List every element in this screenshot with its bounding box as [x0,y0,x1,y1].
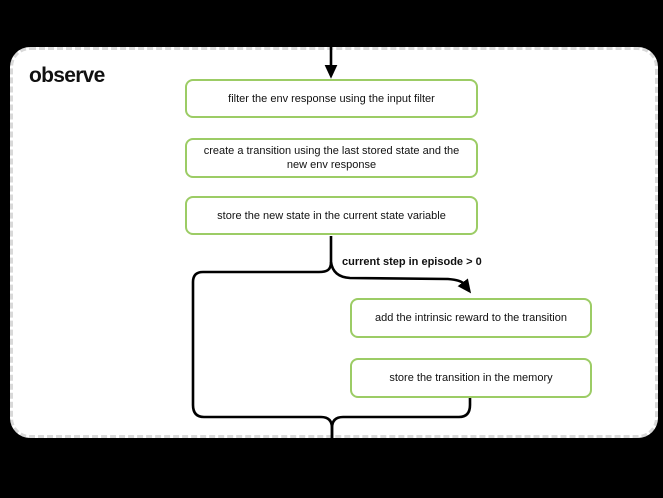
node-filter-env-response: filter the env response using the input … [185,79,478,118]
group-title: observe [29,64,105,87]
node-add-intrinsic-reward: add the intrinsic reward to the transiti… [350,298,592,338]
condition-label: current step in episode > 0 [342,256,482,268]
node-create-transition: create a transition using the last store… [185,138,478,178]
node-store-new-state: store the new state in the current state… [185,196,478,235]
node-store-transition-memory: store the transition in the memory [350,358,592,398]
